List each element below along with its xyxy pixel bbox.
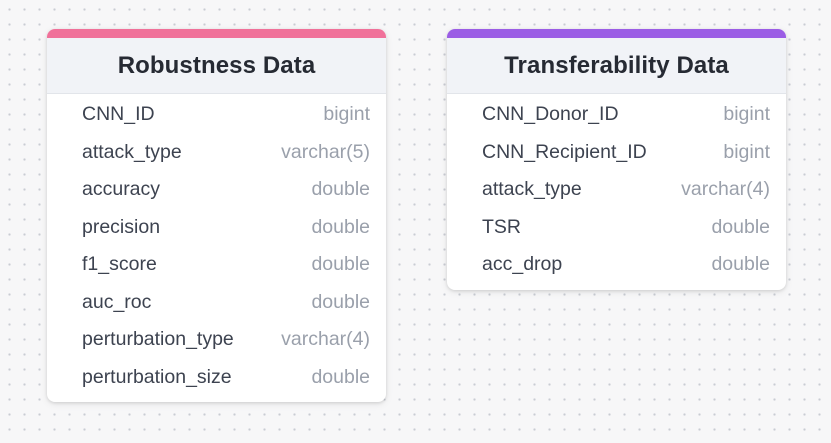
field-type: varchar(5) [281, 140, 370, 163]
field-type: double [311, 253, 370, 276]
table-accent-bar [447, 29, 786, 38]
field-type: bigint [723, 140, 770, 163]
field-name: CNN_Recipient_ID [482, 140, 647, 163]
field-name: auc_roc [82, 290, 152, 313]
field-name: CNN_Donor_ID [482, 103, 619, 126]
field-type: double [311, 178, 370, 201]
field-row[interactable]: CNN_Donor_ID bigint [447, 96, 786, 134]
field-row[interactable]: CNN_ID bigint [47, 96, 386, 134]
field-row[interactable]: perturbation_size double [47, 359, 386, 397]
table-header[interactable]: Transferability Data [447, 38, 786, 94]
field-type: bigint [723, 103, 770, 126]
field-name: perturbation_size [82, 365, 232, 388]
field-type: varchar(4) [681, 178, 770, 201]
table-accent-bar [47, 29, 386, 38]
field-row[interactable]: CNN_Recipient_ID bigint [447, 134, 786, 172]
field-row[interactable]: attack_type varchar(5) [47, 134, 386, 172]
field-list: CNN_ID bigint attack_type varchar(5) accurac… [47, 94, 386, 402]
field-row[interactable]: acc_drop double [447, 246, 786, 284]
field-name: attack_type [82, 140, 182, 163]
field-row[interactable]: auc_roc double [47, 284, 386, 322]
field-name: TSR [482, 215, 521, 238]
table-title: Transferability Data [504, 51, 729, 79]
field-row[interactable]: f1_score double [47, 246, 386, 284]
field-name: f1_score [82, 253, 157, 276]
field-name: CNN_ID [82, 103, 155, 126]
field-type: double [711, 215, 770, 238]
field-row[interactable]: attack_type varchar(4) [447, 171, 786, 209]
field-name: precision [82, 215, 161, 238]
field-type: bigint [323, 103, 370, 126]
field-row[interactable]: perturbation_type varchar(4) [47, 321, 386, 359]
field-row[interactable]: precision double [47, 209, 386, 247]
field-type: double [311, 365, 370, 388]
field-type: double [311, 290, 370, 313]
table-header[interactable]: Robustness Data [47, 38, 386, 94]
field-type: double [711, 253, 770, 276]
field-name: acc_drop [482, 253, 563, 276]
field-row[interactable]: TSR double [447, 209, 786, 247]
field-type: varchar(4) [281, 328, 370, 351]
field-type: double [311, 215, 370, 238]
field-name: accuracy [82, 178, 161, 201]
table-title: Robustness Data [117, 51, 316, 79]
field-name: perturbation_type [82, 328, 234, 351]
field-name: attack_type [482, 178, 582, 201]
field-row[interactable]: accuracy double [47, 171, 386, 209]
